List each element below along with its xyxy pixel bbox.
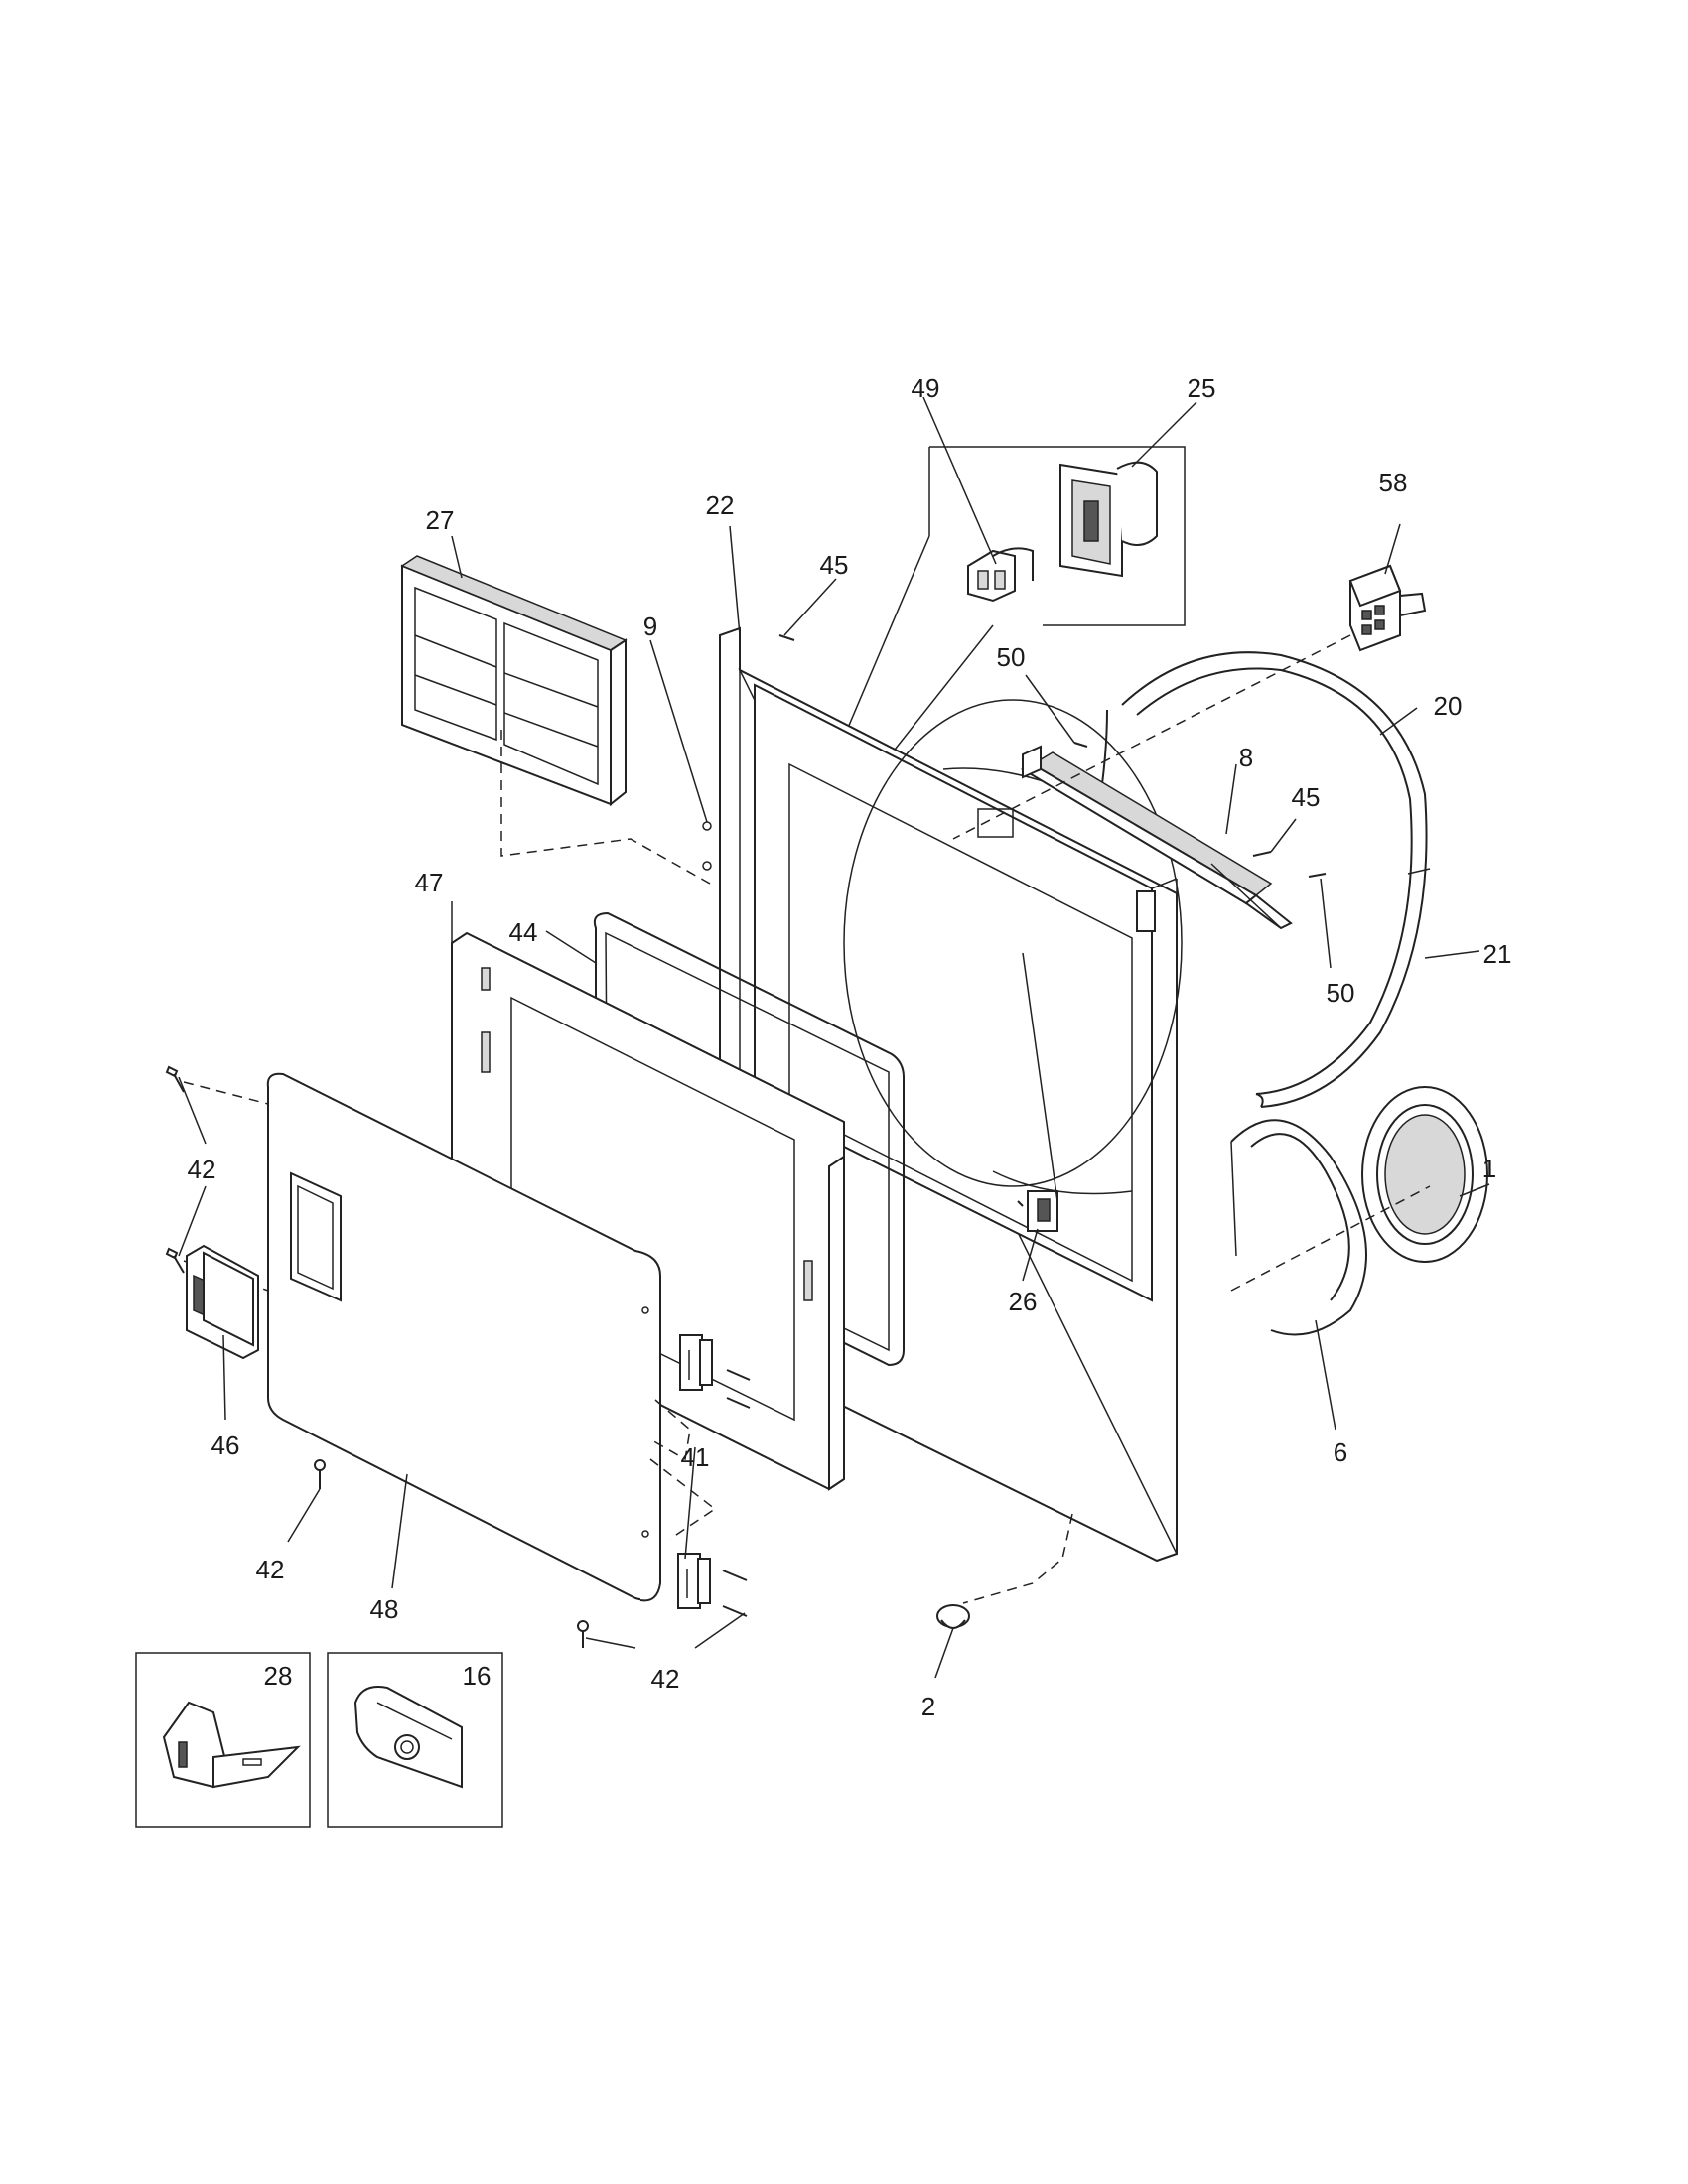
part-25-bracket [1059,461,1158,578]
part-labels: 49 25 58 22 45 27 9 50 20 8 45 47 44 21 … [188,373,1512,1721]
label-20: 20 [1434,691,1463,721]
part-20-21-seal-ring [1101,651,1431,1108]
inset-box-16 [327,1652,503,1828]
label-41: 41 [681,1442,710,1472]
label-26: 26 [1009,1287,1038,1316]
label-42a: 42 [188,1155,216,1184]
label-48: 48 [370,1594,399,1624]
label-50a: 50 [997,642,1026,672]
inset-box-28 [135,1652,311,1828]
label-44: 44 [509,917,538,947]
label-25: 25 [1188,373,1216,403]
label-16: 16 [463,1661,492,1691]
label-1: 1 [1482,1154,1496,1183]
part-8-lint-housing [1020,745,1293,930]
part-58-terminal-block [1348,564,1427,652]
label-47: 47 [415,868,444,897]
label-49: 49 [912,373,940,403]
label-46: 46 [211,1431,240,1460]
part-49-clip [967,547,1034,603]
part-27-filter [400,555,628,807]
leader-lines [178,396,1490,1679]
inset-box-49-25 [793,446,1186,865]
part-46-door-handle [186,1244,259,1360]
label-45b: 45 [1292,782,1321,812]
label-27: 27 [426,505,455,535]
label-50b: 50 [1327,978,1355,1008]
label-42b: 42 [256,1555,285,1584]
label-2: 2 [921,1692,935,1721]
label-45a: 45 [820,550,849,580]
part-41-hinges [677,1334,713,1609]
label-8: 8 [1239,743,1253,772]
part-6-drum-belt [1230,1119,1431,1336]
part-9-pins [702,821,712,871]
label-42c: 42 [651,1664,680,1694]
label-22: 22 [706,490,735,520]
part-48-outer-door [266,1072,661,1602]
part-26-door-switch [1017,952,1058,1232]
label-9: 9 [643,612,657,641]
label-58: 58 [1379,468,1408,497]
label-6: 6 [1334,1437,1347,1467]
screws-45-50 [778,634,1327,878]
part-2-plug [936,1604,970,1629]
part-1-duct-ring [1361,1086,1488,1263]
label-28: 28 [264,1661,293,1691]
part-47-inner-door [451,931,845,1491]
label-21: 21 [1483,939,1512,969]
